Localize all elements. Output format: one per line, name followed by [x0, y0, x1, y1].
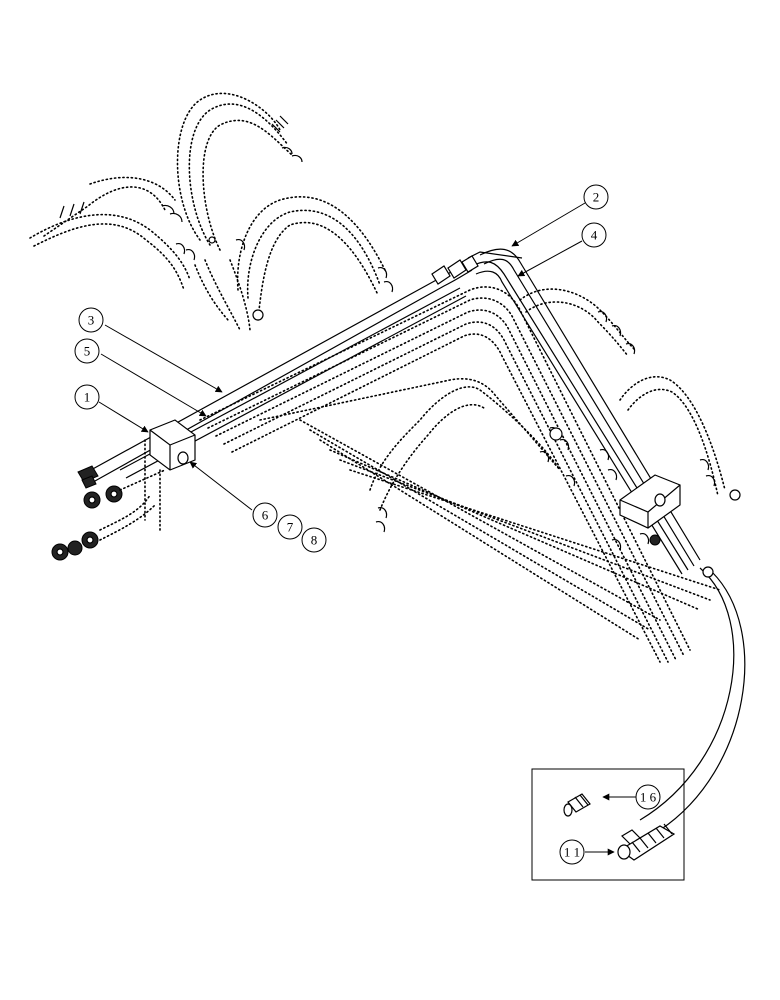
- tube-couplings: [431, 255, 479, 285]
- callout-4: 4: [581, 222, 607, 248]
- hose-end-fittings-right: [375, 311, 741, 533]
- left-end-fittings: [51, 465, 166, 561]
- svg-text:1 6: 1 6: [640, 790, 657, 805]
- callout-11: 1 1: [559, 839, 585, 865]
- hose-to-coupler: [639, 566, 746, 831]
- steel-tubes: [79, 248, 701, 575]
- phantom-hoses-upper-left: [29, 92, 386, 331]
- callout-7: 7: [277, 514, 303, 540]
- svg-text:5: 5: [84, 344, 91, 359]
- svg-text:7: 7: [287, 520, 294, 535]
- left-clamp-block: [144, 419, 196, 531]
- svg-text:3: 3: [88, 313, 95, 328]
- callout-6: 6: [252, 502, 278, 528]
- callout-2: 2: [583, 184, 609, 210]
- svg-text:1: 1: [84, 390, 91, 405]
- adapter-part: [563, 793, 591, 817]
- callout-leaders: [98, 202, 636, 856]
- svg-text:6: 6: [262, 508, 269, 523]
- right-clamp-block: [611, 474, 681, 551]
- svg-text:8: 8: [311, 533, 318, 548]
- callout-1: 1: [74, 384, 100, 410]
- callout-8: 8: [301, 527, 327, 553]
- svg-text:4: 4: [591, 228, 598, 243]
- callout-5: 5: [74, 338, 100, 364]
- quick-coupler-part: [617, 823, 676, 861]
- hose-end-fittings-upper: [59, 115, 394, 321]
- phantom-hoses-fan: [199, 286, 726, 663]
- callout-3: 3: [78, 307, 104, 333]
- callout-16: 1 6: [635, 784, 661, 810]
- svg-text:2: 2: [593, 190, 600, 205]
- svg-text:1 1: 1 1: [564, 845, 580, 860]
- detail-inset: [531, 768, 685, 881]
